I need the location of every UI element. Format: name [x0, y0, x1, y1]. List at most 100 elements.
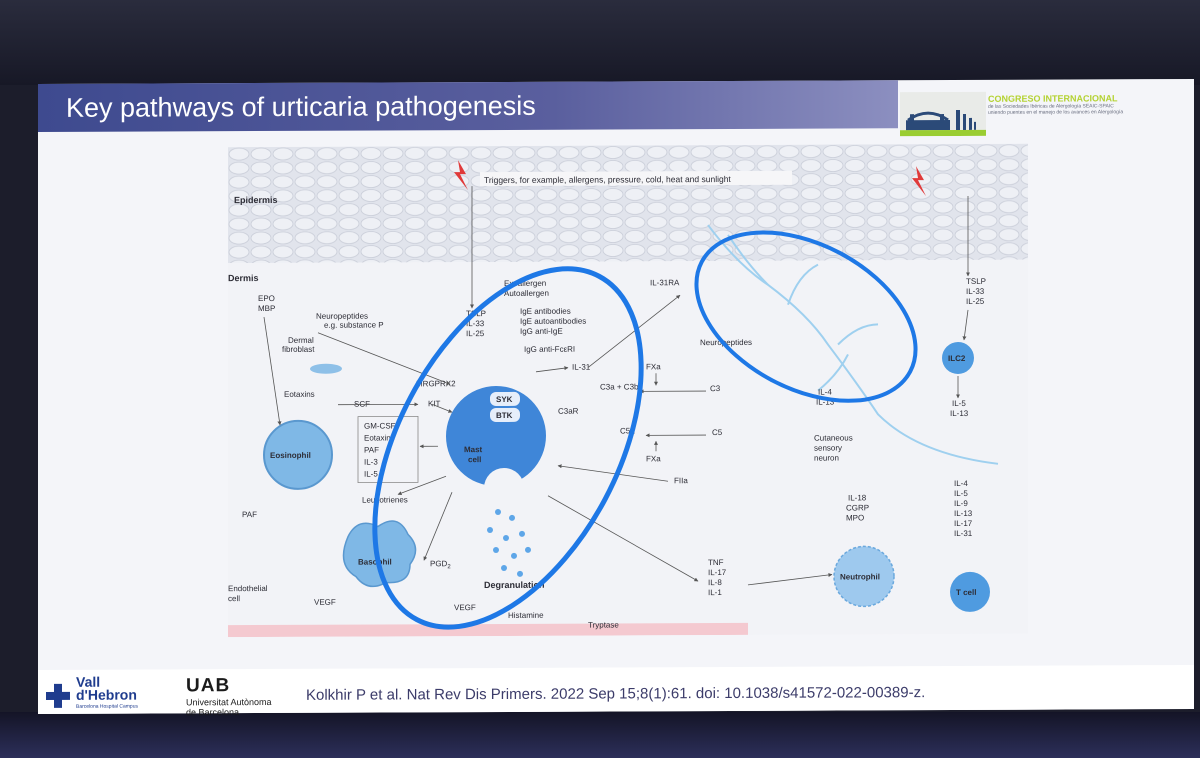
neuron-label-1: Cutaneous	[814, 433, 853, 442]
il33-label: IL-33	[466, 319, 485, 328]
uab-line1: Universitat Autònoma	[186, 696, 272, 708]
neuron-label-2: sensory	[814, 443, 842, 452]
vegf-mid-label: VEGF	[454, 603, 476, 612]
fxa-mid-label: FXa	[646, 454, 661, 463]
right-il25-label: IL-25	[966, 297, 985, 306]
cytokine-paf: PAF	[364, 446, 379, 455]
arrow	[317, 332, 451, 385]
sensory-neuron	[707, 224, 999, 465]
btk-label: BTK	[496, 411, 513, 420]
arrow	[557, 464, 669, 482]
tcell-cell	[950, 571, 990, 612]
fxa-top-label: FXa	[646, 362, 661, 371]
basophil-cell	[342, 520, 417, 588]
c3a-c3b-label: C3a + C3b	[600, 382, 639, 391]
mast-label: Mast	[464, 445, 483, 454]
granule	[509, 514, 515, 521]
kit-label: KIT	[428, 399, 441, 408]
granule	[495, 508, 501, 515]
mast-cell	[446, 386, 546, 487]
neuron-branch	[837, 323, 879, 346]
epidermis-layer	[228, 143, 1028, 264]
endothelial-label: Endothelial	[228, 584, 268, 593]
ige-autoantibodies-label: IgE autoantibodies	[520, 317, 586, 326]
arrow	[431, 403, 453, 413]
neutrophil-mpo-label: MPO	[846, 513, 864, 522]
c3ar-label: C3aR	[558, 407, 579, 416]
mast-cell-degranulation-gap	[484, 467, 524, 508]
arrow	[535, 366, 569, 373]
vall-hebron-line2: d'Hebron	[76, 686, 137, 703]
granule	[517, 570, 523, 577]
eosinophil-cell	[263, 419, 333, 490]
blood-vessel	[228, 622, 748, 638]
trigger-lightning-icon	[454, 160, 468, 191]
granule	[511, 552, 517, 559]
fiia-label: FIIa	[674, 476, 688, 485]
pathway-arrows	[263, 186, 970, 586]
fceri-label: IgG anti-FcεRI	[524, 345, 575, 354]
presentation-slide: Key pathways of urticaria pathogenesis C…	[38, 78, 1194, 717]
dermal-label: Dermal	[288, 336, 314, 345]
pgd2-main: PGD	[430, 559, 448, 568]
tcell-il31-label: IL-31	[954, 529, 973, 538]
cytokine-eotaxins: Eotaxins	[364, 433, 395, 442]
vegf-left-label: VEGF	[314, 598, 336, 607]
highlight-ellipse-mast-cell	[372, 266, 644, 630]
mbp-label: MBP	[258, 304, 275, 313]
epo-label: EPO	[258, 294, 275, 303]
autoallergen-label: Autoallergen	[504, 289, 549, 298]
tcell-il5-label: IL-5	[954, 489, 968, 498]
granule	[487, 527, 493, 534]
arrow	[263, 316, 282, 426]
granule	[501, 564, 507, 571]
endothelial-cell-label: cell	[228, 594, 240, 603]
tcell-il4-label: IL-4	[954, 479, 968, 488]
highlight-ellipse-neuron	[694, 230, 918, 403]
arrow	[747, 572, 833, 586]
epidermis-label: Epidermis	[234, 195, 278, 205]
basophil-label: Basophil	[358, 557, 392, 566]
scf-label: SCF	[354, 400, 370, 409]
title-bar: Key pathways of urticaria pathogenesis	[38, 80, 898, 132]
fibroblast-cell	[310, 363, 342, 374]
syk-label: SYK	[496, 395, 513, 404]
neutrophil-cell	[833, 545, 895, 608]
granule	[519, 530, 525, 537]
room-background-bottom	[0, 712, 1200, 758]
right-il13-label: IL-13	[950, 409, 969, 418]
tcell-il9-label: IL-9	[954, 499, 968, 508]
neutrophil-label: Neutrophil	[840, 572, 880, 581]
il31-label: IL-31	[572, 363, 591, 372]
congress-logo	[900, 91, 986, 137]
arrow	[397, 475, 447, 496]
il17-label: IL-17	[708, 568, 727, 577]
pgd2-sub: 2	[447, 564, 451, 570]
neuron-label-3: neuron	[814, 454, 839, 463]
mast-cell-label: cell	[468, 455, 481, 464]
il13-label: IL-13	[816, 398, 835, 407]
congress-text: CONGRESO INTERNACIONAL de las Sociedades…	[988, 93, 1178, 138]
il31ra-label: IL-31RA	[650, 278, 680, 287]
eosinophil-label: Eosinophil	[270, 451, 311, 460]
vall-hebron-logo-text: Vall d'Hebron	[76, 674, 137, 703]
il8-label: IL-8	[708, 578, 722, 587]
ilc2-label: ILC2	[948, 354, 966, 363]
il4-label: IL-4	[818, 388, 832, 397]
citation: Kolkhir P et al. Nat Rev Dis Primers. 20…	[306, 684, 926, 704]
neutrophil-cgrp-label: CGRP	[846, 503, 869, 512]
tcell-il13-label: IL-13	[954, 509, 973, 518]
cytokine-gmcsf: GM-CSF	[364, 421, 396, 430]
c5a-label: C5a	[620, 426, 635, 435]
dermis-label: Dermis	[228, 273, 259, 283]
igg-anti-ige-label: IgG anti-IgE	[520, 327, 563, 336]
ilc2-cell	[942, 341, 974, 374]
arrow	[423, 492, 453, 561]
congress-emblem-icon	[900, 91, 986, 137]
granule	[525, 546, 531, 553]
mrgprx2-label: MRGPRX2	[416, 379, 456, 388]
neutrophil-il18-label: IL-18	[848, 493, 867, 502]
c3-label: C3	[710, 384, 721, 393]
tcell-il17-label: IL-17	[954, 519, 973, 528]
syk-badge	[490, 391, 520, 407]
